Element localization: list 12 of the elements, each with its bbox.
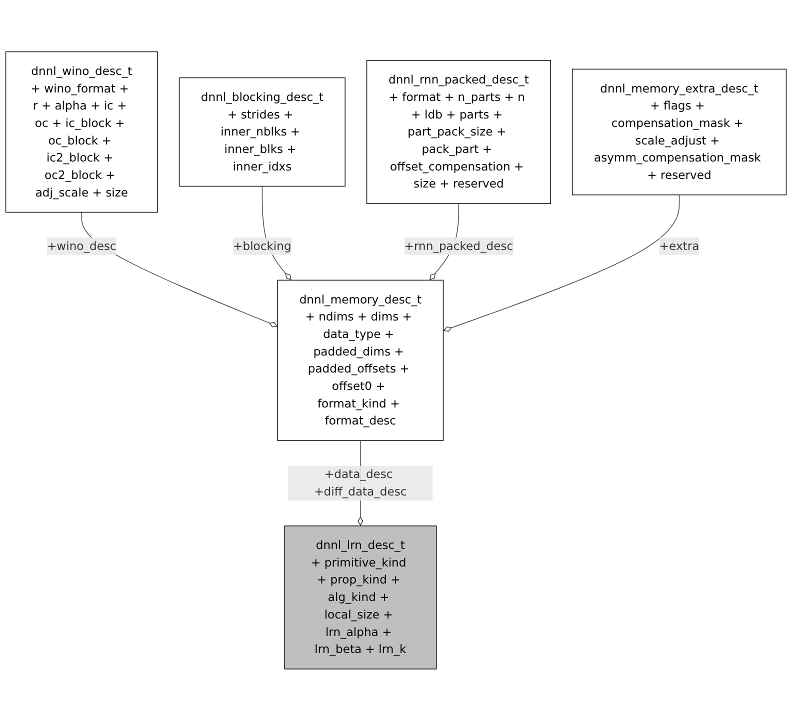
node-box: dnnl_lrn_desc_t + primitive_kind + prop_kind + alg_kind + local_size + lrn_alpha + lrn_beta + lrn_k: [284, 525, 437, 669]
node-box: dnnl_rnn_packed_desc_t + format + n_parts + n + ldb + parts + part_pack_size + pack_part + offset_compensation + size + reserved: [366, 60, 551, 204]
edge-label: +data_desc +diff_data_desc: [314, 466, 407, 498]
edge-label: +extra: [659, 238, 700, 252]
node-box: dnnl_memory_extra_desc_t + flags + compensation_mask + scale_adjust + asymm_compensation_mask + reserved: [572, 68, 787, 195]
edge-label: +blocking: [233, 238, 292, 252]
node-box: dnnl_blocking_desc_t + strides + inner_nblks + inner_blks + inner_idxs: [178, 77, 346, 186]
node-box: dnnl_memory_desc_t + ndims + dims + data_type + padded_dims + padded_offsets + offset0 + format_kind + format_desc: [277, 279, 444, 441]
connector: [442, 194, 680, 332]
edge-label: +wino_desc: [46, 238, 116, 252]
edge-label: +rnn_packed_desc: [404, 238, 514, 252]
node-box: dnnl_wino_desc_t + wino_format + r + alpha + ic + oc + ic_block + oc_block + ic2_block + oc2_block + adj_scale + size: [5, 51, 158, 212]
